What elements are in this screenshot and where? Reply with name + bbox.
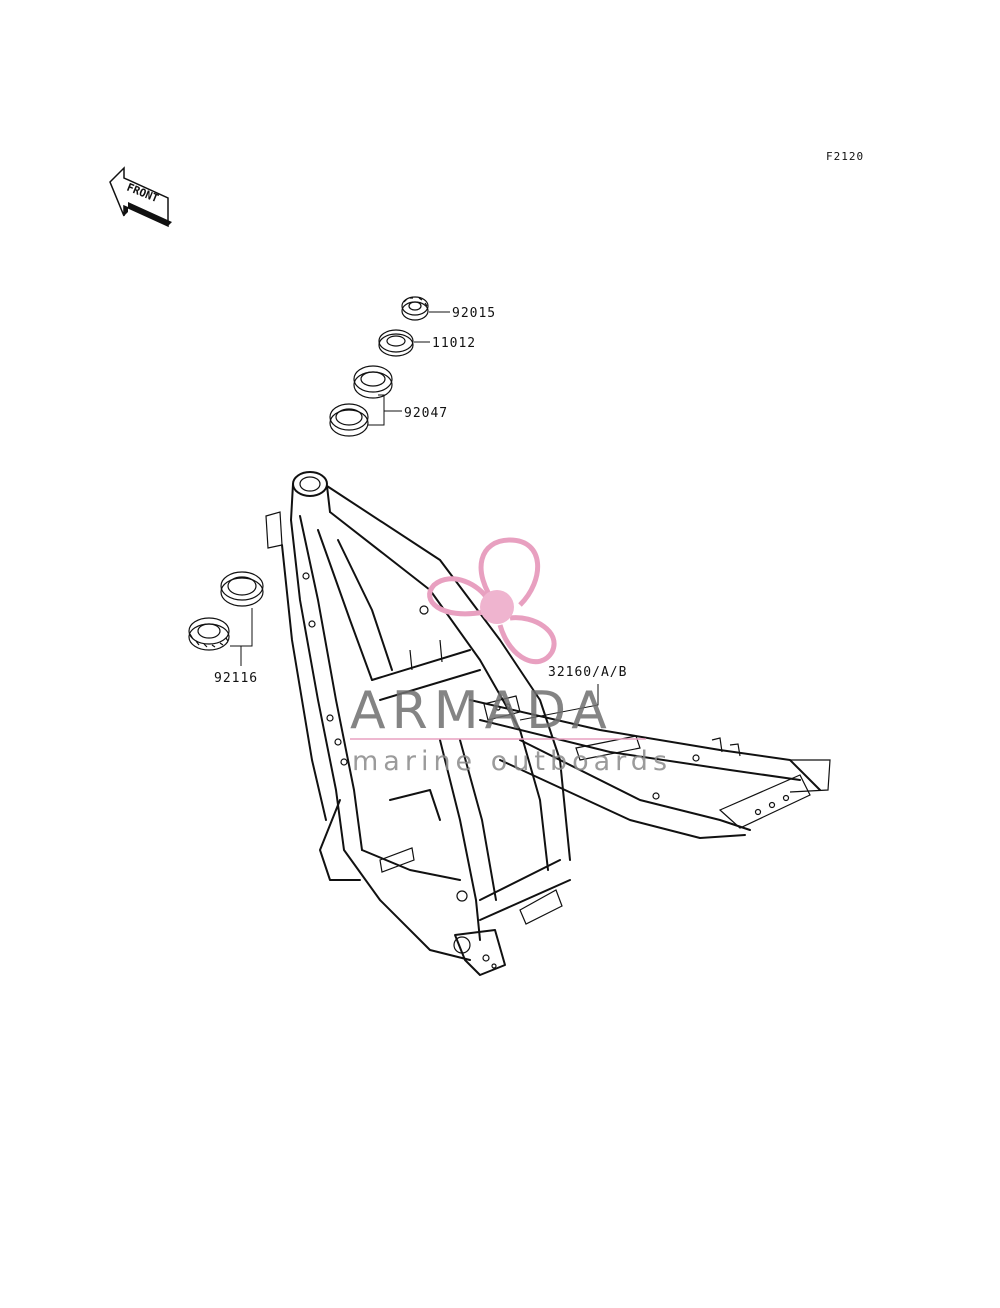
part-number-32160-a-b: 32160/A/B — [548, 665, 627, 680]
part-number-92047: 92047 — [404, 406, 448, 421]
part-number-92116: 92116 — [214, 671, 258, 686]
watermark-tagline: marine outboards — [352, 746, 672, 777]
part-92116-race-set — [188, 571, 264, 666]
part-number-11012: 11012 — [432, 336, 476, 351]
part-number-92015: 92015 — [452, 306, 496, 321]
motorcycle-frame — [265, 471, 831, 976]
part-92015-nut — [401, 296, 450, 321]
watermark-brand: ARMADA — [350, 681, 613, 741]
part-11012-washer — [378, 329, 430, 357]
part-92047-bearing-set — [329, 365, 402, 437]
propeller-logo-icon — [427, 537, 557, 665]
diagram-code: F2120 — [826, 150, 864, 163]
front-arrow-icon: FRONT — [109, 166, 172, 228]
